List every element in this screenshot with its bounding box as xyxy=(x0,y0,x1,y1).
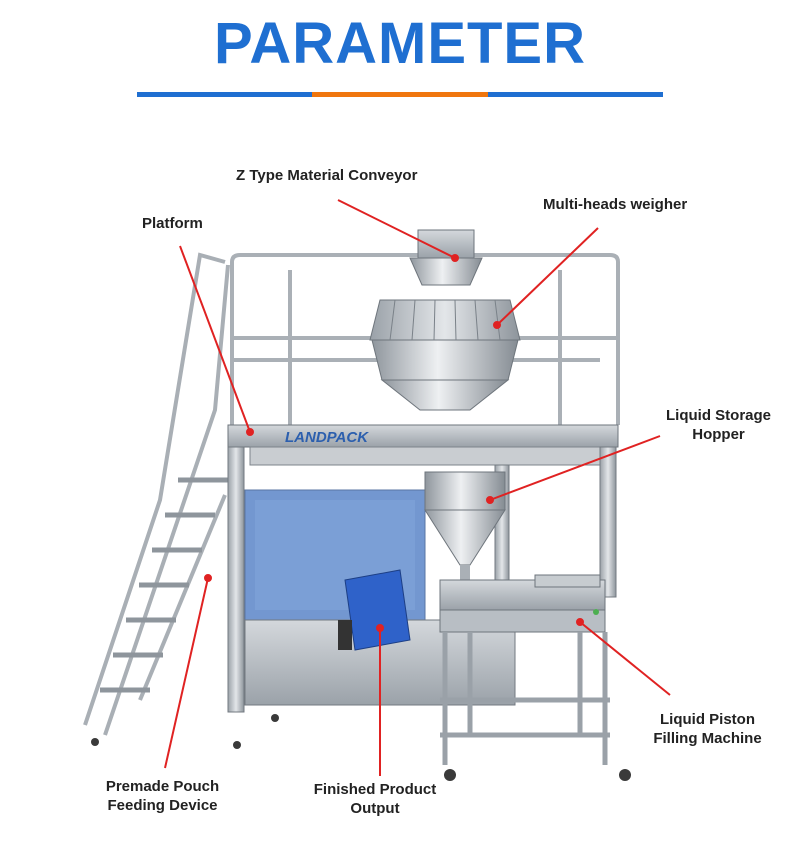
piston-filler xyxy=(439,574,606,633)
label-finished-product-output: Finished Product Output xyxy=(313,781,437,817)
platform-deck: LANDPACK xyxy=(227,424,619,466)
brand-logo: LANDPACK xyxy=(285,429,369,446)
stair-treads xyxy=(100,477,228,693)
label-liquid-piston-filling-machine: Liquid Piston Filling Machine xyxy=(653,711,762,747)
pointer-lines xyxy=(164,199,671,776)
output-conveyor xyxy=(338,569,411,651)
label-premade-pouch-feeding-device: Premade Pouch Feeding Device xyxy=(105,778,220,814)
liquid-hopper xyxy=(424,471,506,587)
label-liquid-storage-hopper: Liquid Storage Hopper xyxy=(666,407,771,443)
label-multihead-weigher: Multi-heads weigher xyxy=(543,196,688,213)
title-underline-orange xyxy=(312,92,488,97)
casters xyxy=(91,714,631,781)
multihead-weigher xyxy=(369,229,521,411)
label-z-type-conveyor: Z Type Material Conveyor xyxy=(236,167,418,184)
stair-rails xyxy=(83,252,230,736)
filler-stand xyxy=(440,632,610,765)
label-platform: Platform xyxy=(142,215,203,232)
page-title: PARAMETER xyxy=(213,11,587,76)
